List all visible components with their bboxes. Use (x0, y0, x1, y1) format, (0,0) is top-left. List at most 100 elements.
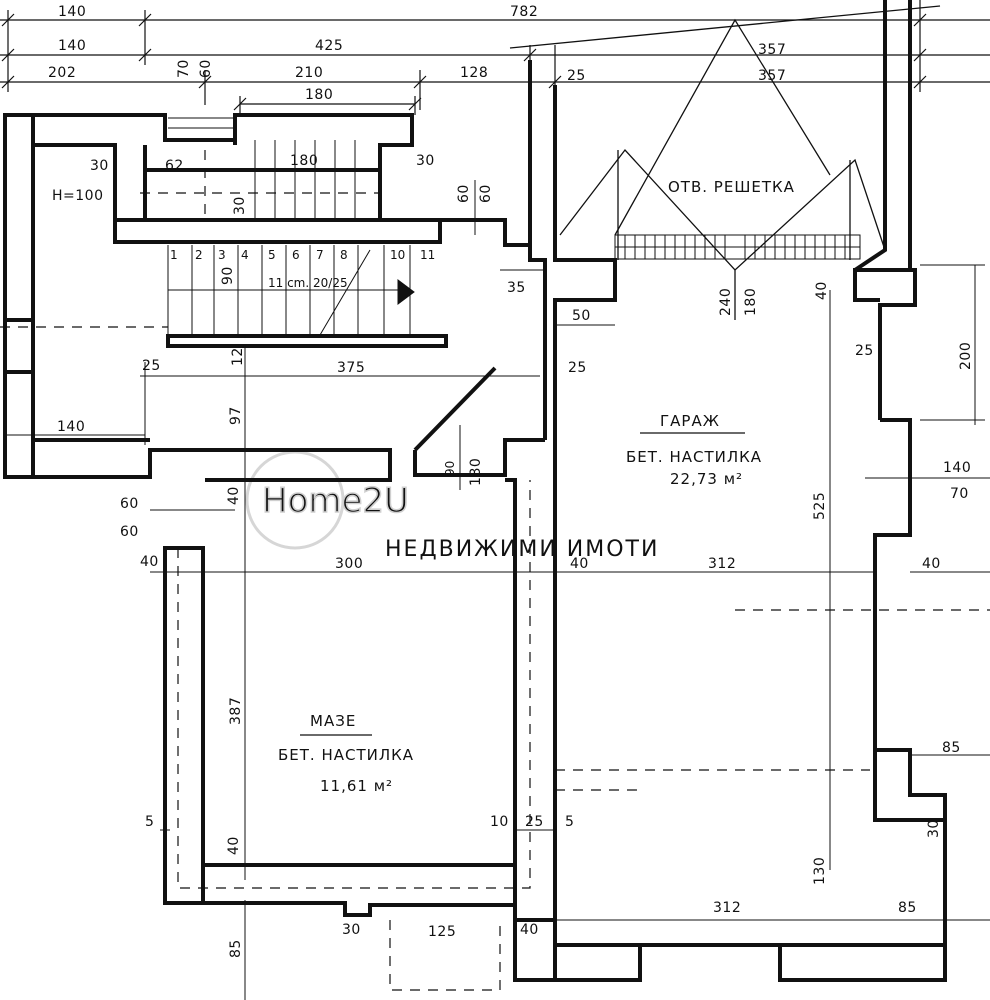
cellar-floor: БЕТ. НАСТИЛКА (278, 746, 414, 764)
dim-mid-375: 375 (337, 360, 365, 376)
walls (3, 0, 947, 982)
dim-stair-180b: 180 (290, 153, 318, 169)
watermark-subtitle: НЕДВИЖИМИ ИМОТИ (385, 537, 659, 562)
dim-stair-60c: 60 (478, 184, 494, 203)
hidden-lines (0, 150, 990, 991)
dim-top-425: 425 (315, 38, 343, 54)
dim-top-782: 782 (510, 4, 538, 20)
dim-garage-140: 140 (943, 460, 971, 476)
stair-num-4: 4 (241, 248, 249, 262)
dim-mid-90: 90 (443, 461, 457, 476)
dim-cellar-5a: 5 (145, 814, 154, 830)
dim-mid-25b: 25 (568, 360, 587, 376)
dim-bottom-40: 40 (520, 922, 539, 938)
dimension-labels-top: 140 782 140 425 357 202 210 128 25 357 (48, 4, 786, 84)
dim-mid-180a: 180 (468, 458, 484, 486)
dim-garage-30: 30 (926, 819, 942, 838)
grate-label: ОТВ. РЕШЕТКА (668, 178, 795, 196)
stair-num-1: 1 (170, 248, 178, 262)
room-garage-label: ГАРАЖ БЕТ. НАСТИЛКА 22,73 м² (626, 412, 762, 488)
ventilation-grate (614, 234, 861, 260)
stair-num-10: 10 (390, 248, 405, 262)
dim-bottom-85: 85 (228, 939, 244, 958)
garage-name: ГАРАЖ (660, 412, 720, 430)
dimension-labels-middle: 50 25 375 25 140 180 90 240 180 40 25 20… (57, 281, 974, 486)
dim-mid-240: 240 (718, 288, 734, 316)
dim-stair-60b: 60 (456, 184, 472, 203)
dim-garage-312: 312 (713, 900, 741, 916)
dim-stair-35: 35 (507, 280, 526, 296)
dim-garage-85b: 85 (898, 900, 917, 916)
dim-cellar-10: 10 (490, 814, 509, 830)
dim-mid-50: 50 (572, 308, 591, 324)
dim-garage-130: 130 (812, 857, 828, 885)
dim-mid-25c: 25 (855, 343, 874, 359)
dimension-lines (5, 180, 990, 1000)
stair-num-3: 3 (218, 248, 226, 262)
dim-bottom-125: 125 (428, 924, 456, 940)
dim-cellar-40a: 40 (226, 486, 242, 505)
dim-cellar-60b: 60 (120, 524, 139, 540)
dim-garage-70: 70 (950, 486, 969, 502)
dim-mid-180b: 180 (743, 288, 759, 316)
dim-cellar-387: 387 (228, 697, 244, 725)
garage-floor: БЕТ. НАСТИЛКА (626, 448, 762, 466)
dim-stair-12: 12 (230, 347, 246, 366)
dim-stair-30c: 30 (232, 196, 248, 215)
stair-num-6: 6 (292, 248, 300, 262)
stair-step-numbers: 1 2 3 4 5 6 7 8 10 11 11 cm. 20/25 H=100 (52, 188, 435, 290)
dim-top-357b: 357 (758, 68, 786, 84)
dim-stair-97: 97 (228, 406, 244, 425)
dim-top-210: 210 (295, 65, 323, 81)
room-cellar-label: МАЗЕ БЕТ. НАСТИЛКА 11,61 м² (278, 712, 414, 795)
dim-garage-525: 525 (812, 492, 828, 520)
dim-mid-200: 200 (958, 342, 974, 370)
stair-num-8: 8 (340, 248, 348, 262)
dim-cellar-312: 312 (708, 556, 736, 572)
dim-top-140b: 140 (58, 38, 86, 54)
dim-stair-30a: 30 (90, 158, 109, 174)
dimension-labels-stairs: 180 30 62 180 30 70 60 30 60 60 90 35 12… (90, 59, 526, 425)
dim-top-140a: 140 (58, 4, 86, 20)
dim-stair-60a: 60 (198, 59, 214, 78)
dim-garage-85a: 85 (942, 740, 961, 756)
dim-top-128: 128 (460, 65, 488, 81)
stair-num-2: 2 (195, 248, 203, 262)
staircase (167, 117, 415, 336)
dim-top-357a: 357 (758, 42, 786, 58)
dim-stair-62: 62 (165, 158, 184, 174)
stair-num-7: 7 (316, 248, 324, 262)
dim-stair-90: 90 (220, 266, 236, 285)
dim-cellar-40c: 40 (570, 556, 589, 572)
stair-num-5: 5 (268, 248, 276, 262)
dim-cellar-25: 25 (525, 814, 544, 830)
dim-stair-180a: 180 (305, 87, 333, 103)
dim-stair-70: 70 (176, 59, 192, 78)
dim-mid-140: 140 (57, 419, 85, 435)
dimension-labels-bottom: 30 125 40 85 (228, 922, 539, 958)
dim-stair-30b: 30 (416, 153, 435, 169)
dim-cellar-300: 300 (335, 556, 363, 572)
watermark: Home2U НЕДВИЖИМИ ИМОТИ (245, 450, 659, 562)
dim-cellar-5b: 5 (565, 814, 574, 830)
watermark-logo-text: Home2U (262, 481, 409, 521)
dimension-labels-cellar: 60 60 40 40 300 40 312 40 387 5 40 10 25… (120, 486, 941, 855)
dim-mid-40: 40 (814, 281, 830, 300)
dim-cellar-40b: 40 (140, 554, 159, 570)
dim-bottom-30: 30 (342, 922, 361, 938)
stair-num-11: 11 (420, 248, 435, 262)
dim-cellar-40d: 40 (922, 556, 941, 572)
dim-cellar-40e: 40 (226, 836, 242, 855)
dim-mid-25a: 25 (142, 358, 161, 374)
garage-area: 22,73 м² (670, 470, 743, 488)
stair-step-size: 11 cm. 20/25 (268, 276, 348, 290)
dim-top-25: 25 (567, 68, 586, 84)
dim-cellar-60a: 60 (120, 496, 139, 512)
dim-top-202: 202 (48, 65, 76, 81)
cellar-name: МАЗЕ (310, 712, 356, 730)
garage-roof-lines (509, 5, 941, 320)
top-dimension-lines (0, 0, 990, 115)
height-annotation: H=100 (52, 188, 103, 204)
dimension-labels-garage: 525 140 70 85 30 130 312 85 (713, 460, 971, 916)
